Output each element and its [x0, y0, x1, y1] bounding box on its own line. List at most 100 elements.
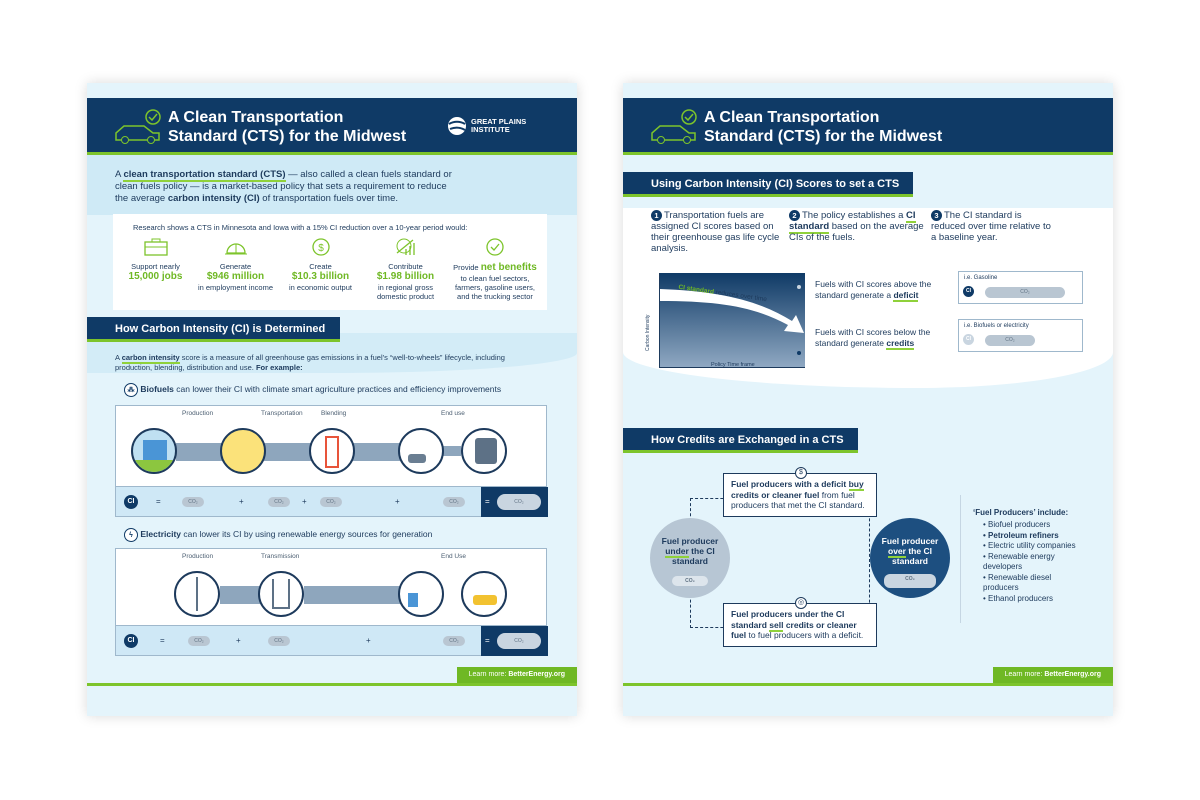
ev-car-icon — [461, 571, 507, 617]
ci-standard-chart: CI standard reduces over time — [659, 273, 805, 368]
standard-arrow-icon — [660, 289, 804, 333]
ci-equation-row: CI = CO₂ + CO₂ + CO₂ =CO₂ — [116, 625, 548, 656]
fuel-producers-list: ‘Fuel Producers’ include: Biofuel produc… — [973, 507, 1083, 604]
car-check-icon — [115, 109, 161, 144]
gas-station-icon — [398, 428, 444, 474]
intro-band — [87, 155, 577, 215]
cloud-icon: CO₂ — [443, 497, 465, 507]
deficit-callout: Fuels with CI scores above the standard … — [815, 279, 932, 302]
arrow — [441, 446, 461, 456]
cloud-icon: CO₂ — [320, 497, 342, 507]
learn-more-footer: Learn more: BetterEnergy.org — [456, 667, 577, 683]
website-link[interactable]: BetterEnergy.org — [508, 671, 565, 678]
label-end-use: End use — [441, 410, 465, 417]
cloud-icon: CO₂ — [497, 494, 541, 510]
checkmark-icon — [486, 238, 504, 256]
label-production: Production — [182, 410, 214, 417]
y-axis-label: Carbon Intensity — [645, 314, 651, 351]
list-item: Renewable energy developers — [983, 552, 1083, 573]
target-icon: ◎ — [795, 597, 807, 609]
cloud-icon: CO₂ — [268, 497, 290, 507]
label-production: Production — [182, 553, 214, 560]
dollar-icon: $ — [795, 467, 807, 479]
briefcase-icon — [143, 238, 168, 256]
research-text: Research shows a CTS in Minnesota and Io… — [133, 223, 468, 232]
growth-chart-icon — [396, 238, 415, 255]
arrow — [220, 586, 260, 604]
sell-credits-box: Fuel producers under the CI standard sel… — [723, 603, 877, 647]
truck-arrow — [352, 443, 400, 461]
deficit-point — [797, 285, 801, 289]
truck-icon — [461, 428, 507, 474]
ev-charging-icon — [398, 571, 444, 617]
list-item: Petroleum refiners — [983, 531, 1083, 542]
car-check-icon — [651, 109, 697, 144]
cloud-icon: CO₂ — [443, 636, 465, 646]
list-item: Renewable diesel producers — [983, 573, 1083, 594]
credit-point — [797, 351, 801, 355]
electricity-diagram: Production Transmission End Use CI = CO₂… — [115, 548, 548, 656]
ci-icon: CI — [124, 634, 138, 648]
biofuel-icon: ⁂ — [124, 383, 138, 397]
list-item: Biofuel producers — [983, 520, 1083, 531]
globe-logo-icon — [448, 117, 466, 135]
list-item: Electric utility companies — [983, 541, 1083, 552]
svg-text:$: $ — [318, 243, 324, 254]
cloud-icon: CO₂ — [182, 497, 204, 507]
arrow — [304, 586, 404, 604]
cloud-icon: CO₂ — [985, 287, 1065, 298]
section-credits: How Credits are Exchanged in a CTS — [623, 428, 858, 453]
buy-credits-box: Fuel producers with a deficit buy credit… — [723, 473, 877, 517]
farm-stage-icon — [131, 428, 177, 474]
total-emissions: =CO₂ — [481, 626, 548, 656]
power-line-icon — [258, 571, 304, 617]
label-transportation: Transportation — [261, 410, 303, 417]
cloud-icon: CO₂ — [188, 636, 210, 646]
label-blending: Blending — [321, 410, 347, 417]
research-box: Research shows a CTS in Minnesota and Io… — [113, 214, 547, 310]
section-ci-determined: How Carbon Intensity (CI) is Determined — [87, 317, 340, 342]
truck-arrow — [264, 443, 312, 461]
hardhat-icon — [224, 243, 247, 255]
label-transmission: Transmission — [261, 553, 300, 560]
electricity-heading: ϟ Electricity can lower its CI by using … — [124, 528, 432, 542]
cloud-icon: CO₂ — [672, 576, 708, 586]
credits-callout: Fuels with CI scores below the standard … — [815, 327, 931, 350]
ci-paragraph: A carbon intensity score is a measure of… — [115, 353, 505, 372]
footer-line — [623, 683, 1113, 686]
divider — [960, 495, 961, 623]
intro-text: A clean transportation standard (CTS) — … — [115, 169, 452, 204]
ci-equation-row: CI = CO₂ + CO₂ + CO₂ + CO₂ =CO₂ — [116, 486, 548, 517]
cloud-icon: CO₂ — [985, 335, 1035, 346]
learn-more-footer: Learn more: BetterEnergy.org — [992, 667, 1113, 683]
biofuels-heading: ⁂ Biofuels can lower their CI with clima… — [124, 383, 501, 397]
ci-icon: CI — [124, 495, 138, 509]
footer-line — [87, 683, 577, 686]
refinery-icon — [309, 428, 355, 474]
dollar-icon: $ — [311, 238, 330, 256]
list-item: Ethanol producers — [983, 594, 1083, 605]
website-link[interactable]: BetterEnergy.org — [1044, 671, 1101, 678]
cloud-icon: CO₂ — [497, 633, 541, 649]
cloud-icon: CO₂ — [884, 574, 936, 588]
label-end-use: End Use — [441, 553, 466, 560]
biofuels-diagram: Production Transportation Blending End u… — [115, 405, 548, 517]
truck-arrow — [176, 443, 224, 461]
